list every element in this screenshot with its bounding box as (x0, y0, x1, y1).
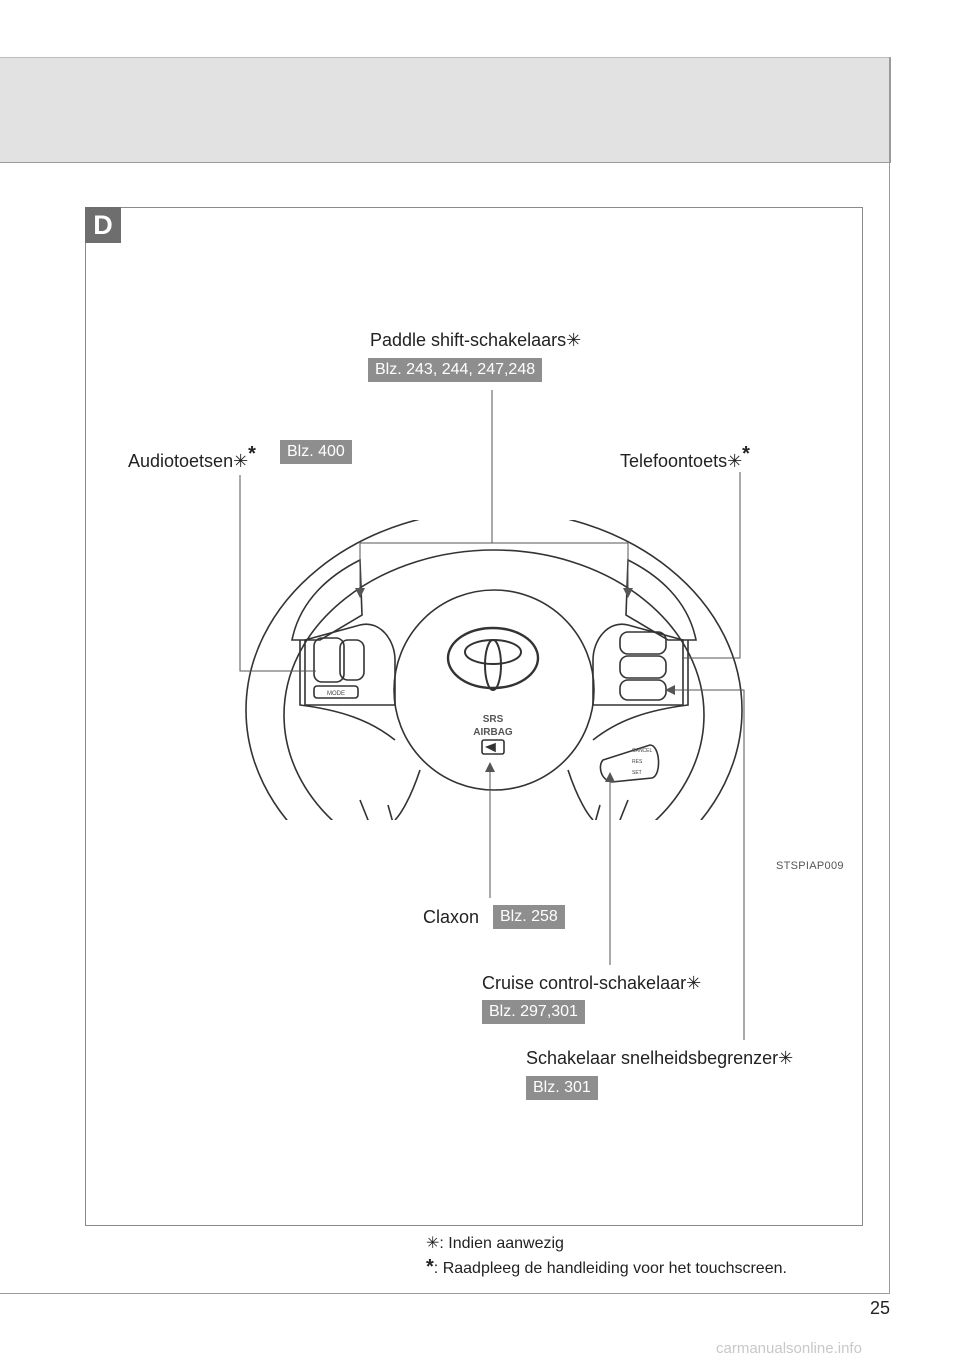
airbag-text: AIRBAG (473, 727, 513, 738)
phone-switch (619, 631, 667, 655)
phone-star: * (742, 443, 750, 465)
limiter-label: Schakelaar snelheidsbegrenzer✳ (526, 1048, 794, 1068)
bottom-rule (0, 1293, 890, 1294)
mode-button (313, 685, 359, 699)
audio-label: Audiotoetsen✳* (128, 443, 256, 472)
footnote-1-text: : Indien aanwezig (439, 1235, 564, 1252)
paddle-ref-tag[interactable]: Blz. 243, 244, 247,248 (368, 358, 543, 382)
cancel-text: CANCEL (632, 748, 653, 754)
res-text: RES (632, 759, 643, 765)
illustration-panel (85, 207, 863, 1226)
watermark: carmanualsonline.info (716, 1340, 862, 1357)
mode-text: MODE (327, 691, 345, 697)
horn-label: Claxon (423, 907, 480, 927)
wheel-rim-inner (283, 549, 705, 820)
right-paddle (625, 558, 697, 641)
left-switch-panel (304, 623, 396, 706)
page-number: 25 (870, 1298, 891, 1318)
section-badge: D (85, 207, 121, 243)
cruise-control-stalk (599, 744, 660, 783)
cruise-label: Cruise control-schakelaar✳ (482, 973, 702, 993)
footnote-1-symbol: ✳ (426, 1235, 440, 1252)
airbag-hub (393, 589, 595, 791)
srs-text: SRS (483, 714, 504, 725)
right-switch-panel (592, 623, 684, 706)
wheel-rim-outer (245, 520, 743, 820)
set-text: SET (632, 770, 642, 776)
image-code: STSPIAP009 (776, 860, 844, 872)
header-band (0, 57, 891, 163)
limiter-ref-tag[interactable]: Blz. 301 (526, 1076, 598, 1100)
phone-label: Telefoontoets✳* (620, 443, 750, 472)
audio-label-text: Audiotoetsen✳ (128, 451, 249, 471)
audio-switch (313, 637, 345, 683)
limiter-leader (668, 689, 745, 1040)
phone-leader (683, 472, 741, 659)
phone-label-text: Telefoontoets✳ (620, 451, 743, 471)
audio-leader (239, 475, 316, 672)
footnote-2-symbol: * (426, 1256, 434, 1278)
footnote-2: *: Raadpleeg de handleiding voor het tou… (426, 1256, 787, 1279)
right-rule (889, 57, 890, 1294)
horn-icon (481, 739, 505, 755)
horn-ref-tag[interactable]: Blz. 258 (493, 905, 565, 929)
audio-star: * (248, 443, 256, 465)
cruise-ref-tag[interactable]: Blz. 297,301 (482, 1000, 585, 1024)
toyota-emblem-outer (446, 626, 540, 690)
footnote-1: ✳: Indien aanwezig (426, 1233, 564, 1253)
audio-ref-tag[interactable]: Blz. 400 (280, 440, 352, 464)
footnote-2-text: : Raadpleeg de handleiding voor het touc… (433, 1260, 787, 1277)
left-paddle (291, 558, 363, 641)
paddle-label: Paddle shift-schakelaars✳ (370, 330, 582, 350)
